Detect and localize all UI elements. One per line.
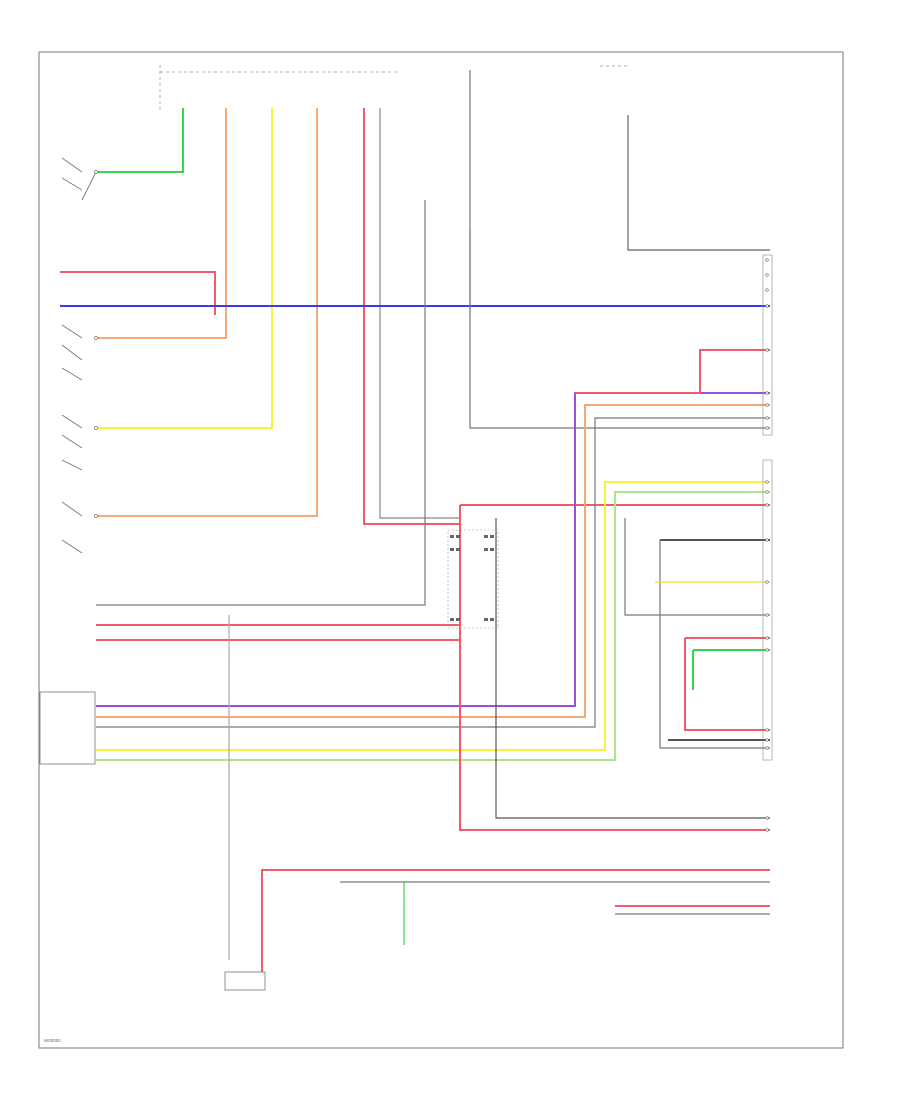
wire-yellow-1	[96, 108, 273, 429]
wire-gray-4	[96, 417, 770, 728]
wire-dark-2	[659, 540, 770, 749]
connector-block-right-mid	[762, 459, 773, 761]
wire-yellow-2	[96, 481, 770, 751]
connector-block-right-top	[762, 254, 773, 436]
wire-orange-2	[96, 108, 318, 517]
left-switch-group	[61, 157, 98, 554]
right-pins	[765, 258, 769, 832]
wire-red-main	[363, 108, 460, 525]
wire-gray-center	[469, 70, 770, 429]
dimmer-control-box	[39, 691, 96, 765]
wire-pink	[575, 349, 770, 394]
wire-right-top	[627, 115, 770, 251]
fuel-level-sender-box	[224, 971, 266, 991]
junction-connectors	[450, 535, 494, 621]
wire-red-lower-r	[684, 637, 770, 731]
wire-green-lower-r	[692, 649, 770, 690]
top-connector-bracket	[159, 65, 630, 110]
wire-orange-1	[96, 108, 227, 339]
wire-green-lower	[96, 491, 770, 761]
wire-violet	[96, 392, 770, 707]
wire-orange-3	[96, 404, 770, 718]
wire-red-bottom	[459, 505, 770, 831]
wire-green-1	[96, 108, 184, 173]
wire-dark-bottom	[495, 518, 770, 819]
footer-code: W00000	[44, 1038, 61, 1043]
wire-gray-5	[624, 518, 770, 616]
diagram-frame	[38, 51, 844, 1049]
wire-gray-top	[379, 108, 460, 519]
wire-red-bottom-2	[261, 869, 770, 972]
junction-block-center	[447, 529, 499, 629]
wire-red-left	[60, 271, 216, 315]
wire-gray-2	[96, 200, 426, 606]
